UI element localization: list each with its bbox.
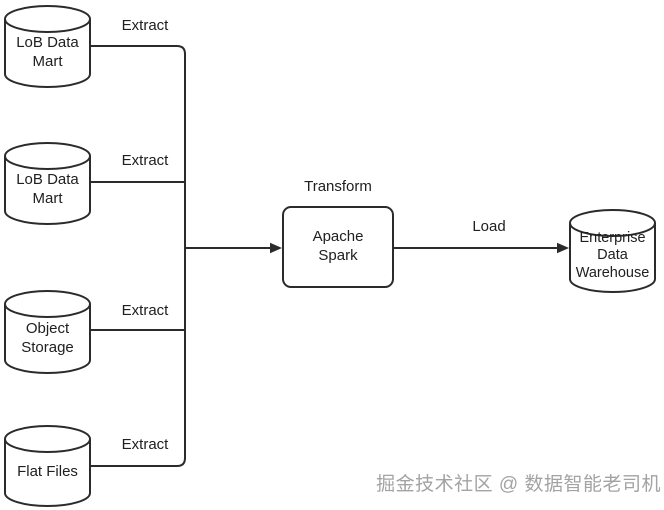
cylinder-lob-data-mart-2 bbox=[4, 142, 91, 225]
cylinder-lob-data-mart-1 bbox=[4, 5, 91, 88]
watermark-text: 掘金技术社区 @ 数据智能老司机 bbox=[376, 474, 661, 495]
arrowhead-icon bbox=[557, 242, 569, 254]
node-label-object-storage: Object Storage bbox=[21, 319, 74, 356]
arrowhead-icon bbox=[270, 242, 282, 254]
stage-label-transform: Transform bbox=[304, 178, 372, 195]
cylinder-object-storage bbox=[4, 290, 91, 374]
node-label-apache-spark: Apache Spark bbox=[312, 228, 364, 264]
connector-bus bbox=[90, 45, 186, 467]
edge-label-extract-4: Extract bbox=[121, 436, 169, 453]
node-label-lob-data-mart-2: LoB Data Mart bbox=[16, 171, 79, 207]
edge-label-extract-3: Extract bbox=[121, 302, 169, 319]
edge-label-extract-2: Extract bbox=[121, 152, 169, 169]
node-label-flat-files: Flat Files bbox=[17, 463, 78, 481]
edge-label-extract-1: Extract bbox=[121, 17, 169, 34]
cylinder-enterprise-data-warehouse bbox=[569, 209, 656, 293]
cylinder-flat-files bbox=[4, 425, 91, 507]
node-label-lob-data-mart-1: LoB Data Mart bbox=[16, 34, 79, 70]
apache-spark-box bbox=[282, 206, 394, 288]
node-label-enterprise-data-warehouse: Enterprise Data Warehouse bbox=[575, 230, 650, 281]
edge-label-load: Load bbox=[472, 218, 506, 235]
